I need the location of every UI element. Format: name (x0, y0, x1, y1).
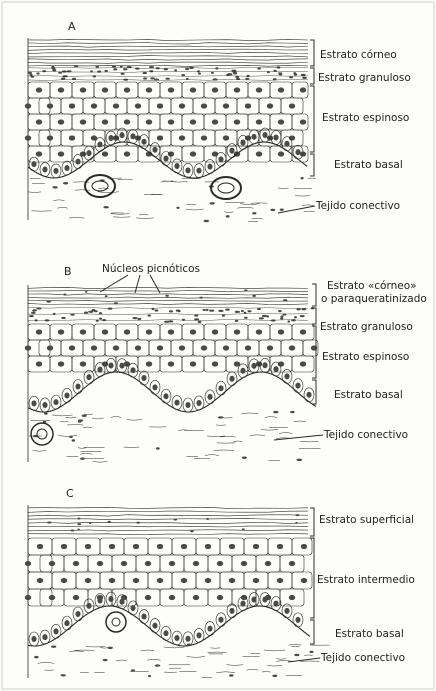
label-estrato-basal-a: Estrato basal (334, 159, 403, 171)
label-estrato-espinoso-a: Estrato espinoso (322, 112, 409, 124)
label-paraqueratinizado-b: o paraqueratinizado (321, 293, 427, 305)
label-estrato-basal-b: Estrato basal (334, 389, 403, 401)
label-tejido-conectivo-b: Tejido conectivo (323, 429, 408, 441)
panel-b-letter: B (64, 265, 72, 278)
label-estrato-granuloso-a: Estrato granuloso (318, 72, 411, 84)
label-estrato-granuloso-b: Estrato granuloso (320, 321, 413, 333)
panel-a-letter: A (68, 20, 76, 33)
label-nucleos-picnoticos: Núcleos picnóticos (102, 263, 200, 275)
label-estrato-corneo-a: Estrato córneo (320, 49, 397, 61)
label-estrato-corneo-b: Estrato «córneo» (327, 280, 417, 292)
label-estrato-superficial-c: Estrato superficial (319, 514, 414, 526)
label-estrato-espinoso-b: Estrato espinoso (322, 351, 409, 363)
label-tejido-conectivo-c: Tejido conectivo (320, 652, 405, 664)
label-estrato-intermedio-c: Estrato intermedio (317, 574, 415, 586)
panel-c-letter: C (66, 487, 74, 500)
label-estrato-basal-c: Estrato basal (335, 628, 404, 640)
label-tejido-conectivo-a: Tejido conectivo (315, 200, 400, 212)
